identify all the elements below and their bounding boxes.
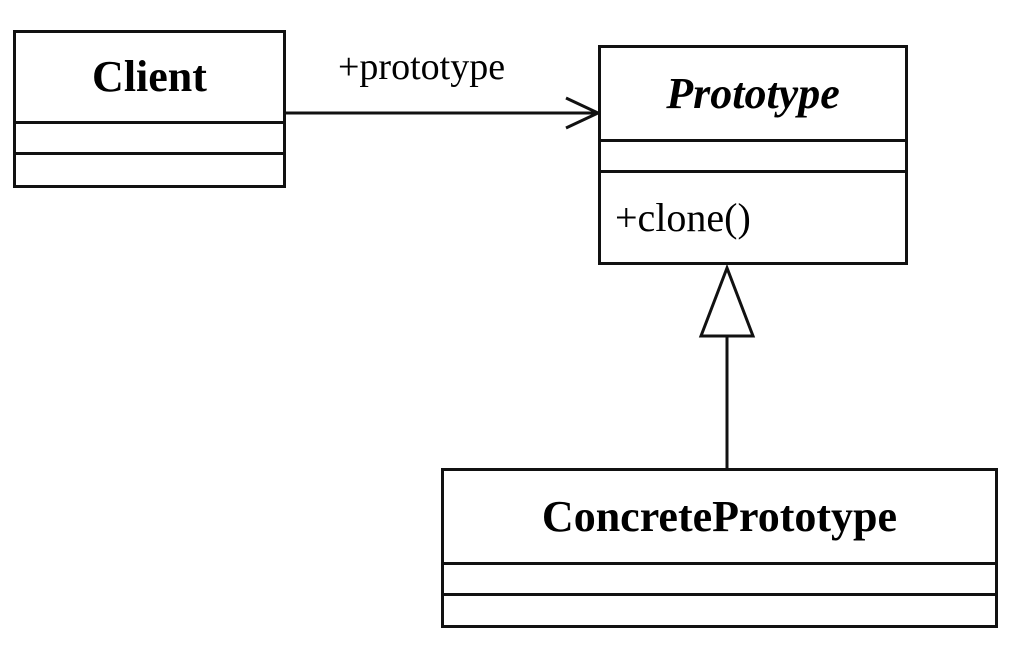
operation-clone: +clone() bbox=[615, 194, 751, 240]
generalization-triangle bbox=[698, 263, 756, 338]
concrete-operations-compartment bbox=[444, 596, 995, 625]
client-operations-compartment bbox=[16, 155, 283, 185]
class-name-client: Client bbox=[16, 33, 283, 124]
class-name-prototype: Prototype bbox=[601, 48, 905, 142]
prototype-attributes-compartment bbox=[601, 142, 905, 173]
class-prototype: Prototype +clone() bbox=[598, 45, 908, 265]
association-arrowhead bbox=[565, 96, 602, 130]
prototype-operations-compartment: +clone() bbox=[601, 173, 905, 262]
client-attributes-compartment bbox=[16, 124, 283, 155]
concrete-attributes-compartment bbox=[444, 565, 995, 596]
association-role-label: +prototype bbox=[338, 46, 506, 88]
class-name-concrete-prototype: ConcretePrototype bbox=[444, 471, 995, 565]
class-concrete-prototype: ConcretePrototype bbox=[441, 468, 998, 628]
class-client: Client bbox=[13, 30, 286, 188]
